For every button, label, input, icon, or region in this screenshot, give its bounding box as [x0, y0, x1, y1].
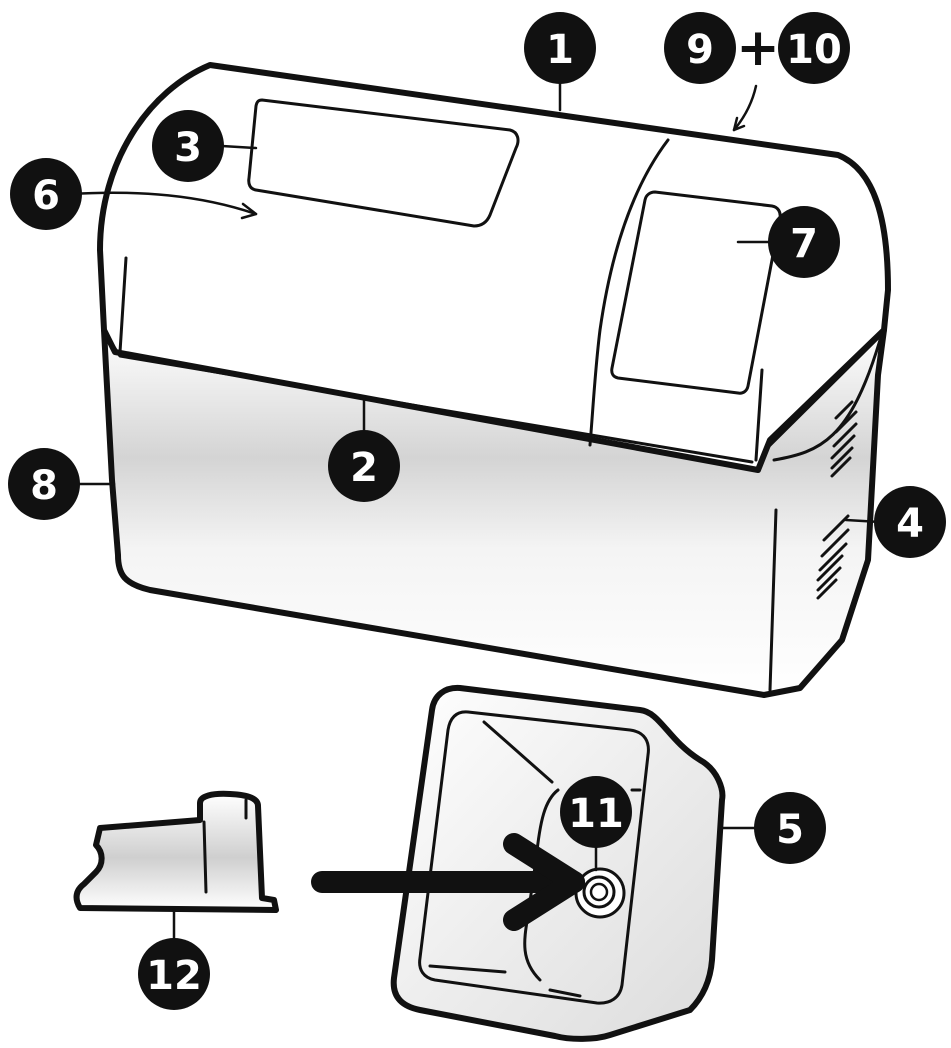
pan-crease-3 [548, 988, 582, 998]
callout-8-label: 8 [30, 463, 58, 509]
control-panel-edge [588, 138, 670, 447]
housing-body [101, 327, 887, 698]
plus-sign: + [736, 18, 780, 78]
lid [97, 62, 891, 473]
lid-lip-left [118, 256, 128, 354]
callout-3: 3 [152, 110, 224, 182]
callout-1: 1 [524, 12, 596, 84]
lid-right-end [754, 368, 764, 462]
pan-crease-2 [428, 964, 507, 974]
leader-3 [220, 144, 258, 150]
callout-7: 7 [768, 206, 840, 278]
housing-top-curve [772, 338, 882, 462]
air-vents [816, 400, 858, 600]
pan-rim [418, 710, 650, 1005]
callout-5: 5 [754, 792, 826, 864]
callout-6: 6 [10, 158, 82, 230]
paddle-hub-line [202, 820, 208, 894]
callout-2-label: 2 [350, 445, 378, 491]
callout-1-label: 1 [546, 27, 574, 73]
insert-arrow [311, 833, 585, 931]
housing-corner [768, 508, 778, 692]
callout-7-label: 7 [790, 221, 818, 267]
leader-9-10-tip [732, 116, 746, 132]
control-panel [610, 190, 782, 395]
callout-11-label: 11 [568, 791, 624, 837]
callout-8: 8 [8, 448, 80, 520]
callout-12: 12 [138, 938, 210, 1010]
callout-2: 2 [328, 430, 400, 502]
drive-shaft [574, 867, 626, 919]
callout-9-label: 9 [686, 27, 714, 73]
callout-9: 9 [664, 12, 736, 84]
pan-crease-1 [482, 720, 554, 784]
callout-12-label: 12 [146, 953, 202, 999]
callout-4-label: 4 [896, 501, 924, 547]
callout-3-label: 3 [174, 125, 202, 171]
leader-6-tip [240, 202, 258, 220]
callout-10-label: 10 [786, 27, 842, 73]
callout-10: 10 [778, 12, 850, 84]
bread-maker [97, 62, 891, 698]
callout-6-label: 6 [32, 173, 60, 219]
callout-11: 11 [560, 776, 632, 848]
kneading-paddle [73, 790, 279, 913]
viewing-window [247, 98, 520, 228]
callout-5-label: 5 [776, 807, 804, 853]
callout-plus: + [736, 18, 780, 78]
lid-lip [102, 330, 754, 464]
paddle-shape [73, 790, 279, 913]
leader-9-10 [732, 84, 758, 132]
callout-4: 4 [874, 486, 946, 558]
leader-6 [68, 191, 258, 216]
